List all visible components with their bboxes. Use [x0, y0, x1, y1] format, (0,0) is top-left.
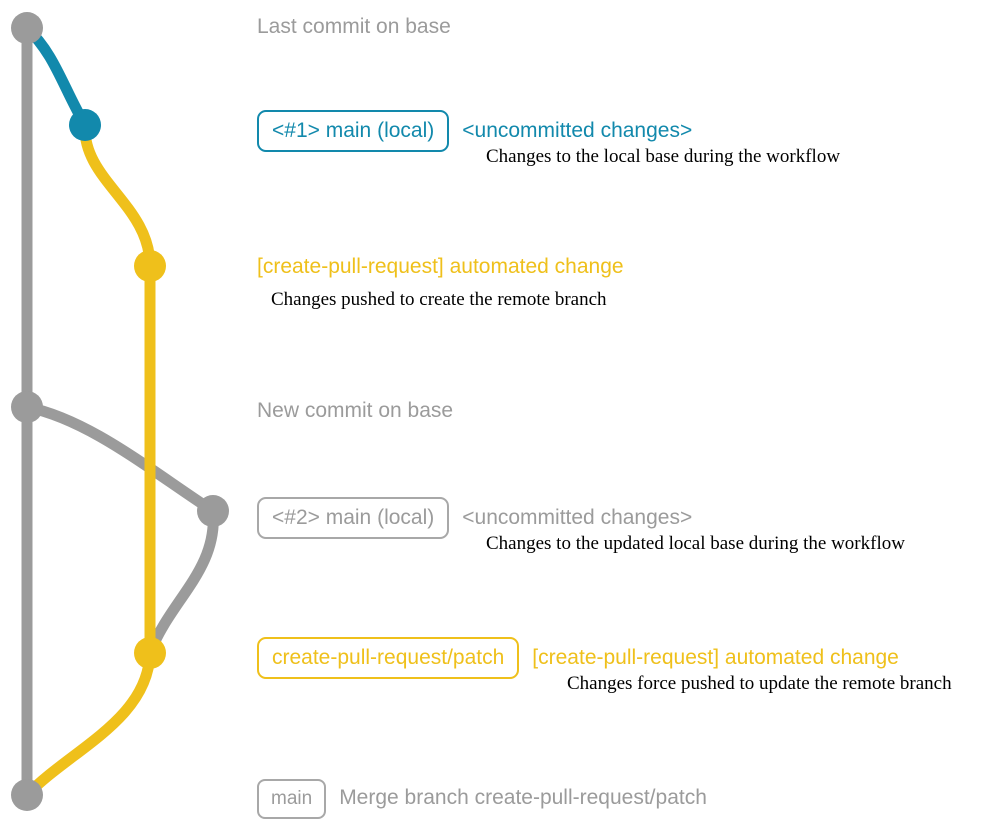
commit-message-automated-change-2: [create-pull-request] automated change: [532, 646, 899, 669]
local-main-1-to-patch-1-edge: [79, 119, 156, 272]
base-to-local-main-2-edge: [21, 401, 219, 517]
commit-message-automated-change-1: [create-pull-request] automated change: [257, 255, 624, 278]
commit-message-local-main-2: <uncommitted changes>: [462, 506, 693, 529]
commit-node-local-main-2[interactable]: [197, 495, 229, 527]
branch-badge-local-main-2[interactable]: <#2> main (local): [257, 497, 450, 539]
commit-message-last-commit-on-base: Last commit on base: [257, 15, 451, 38]
commit-row-automated-change-1: [create-pull-request] automated change: [257, 254, 624, 280]
branch-badge-local-main-1[interactable]: <#1> main (local): [257, 110, 450, 152]
commit-row-automated-change-2: create-pull-request/patch [create-pull-r…: [257, 637, 899, 679]
commit-subtext-local-main-1: Changes to the local base during the wor…: [486, 146, 841, 167]
commit-node-remote-patch-1[interactable]: [134, 250, 166, 282]
commit-row-merge-commit: main Merge branch create-pull-request/pa…: [257, 779, 707, 819]
commit-node-base-new[interactable]: [11, 391, 43, 423]
commit-row-local-main-2: <#2> main (local) <uncommitted changes>: [257, 497, 692, 539]
branch-badge-create-pull-request-patch[interactable]: create-pull-request/patch: [257, 637, 520, 679]
commit-message-merge-commit: Merge branch create-pull-request/patch: [339, 786, 707, 809]
commit-node-local-main-1[interactable]: [69, 109, 101, 141]
commit-message-local-main-1: <uncommitted changes>: [462, 119, 693, 142]
commit-subtext-automated-change-1: Changes pushed to create the remote bran…: [271, 289, 607, 310]
local-main-2-to-patch-2-edge: [144, 505, 219, 659]
commit-row-last-commit-on-base: Last commit on base: [257, 14, 451, 40]
commit-node-remote-patch-2[interactable]: [134, 637, 166, 669]
commit-subtext-local-main-2: Changes to the updated local base during…: [486, 533, 905, 554]
commit-message-new-commit-on-base: New commit on base: [257, 399, 454, 422]
commit-node-merge[interactable]: [11, 779, 43, 811]
patch-2-to-merge-edge: [21, 647, 156, 801]
commit-node-base-head[interactable]: [11, 12, 43, 44]
commit-subtext-automated-change-2: Changes force pushed to update the remot…: [567, 673, 952, 694]
commit-row-local-main-1: <#1> main (local) <uncommitted changes>: [257, 110, 692, 152]
branch-badge-main[interactable]: main: [257, 779, 327, 819]
commit-row-new-commit-on-base: New commit on base: [257, 398, 453, 424]
